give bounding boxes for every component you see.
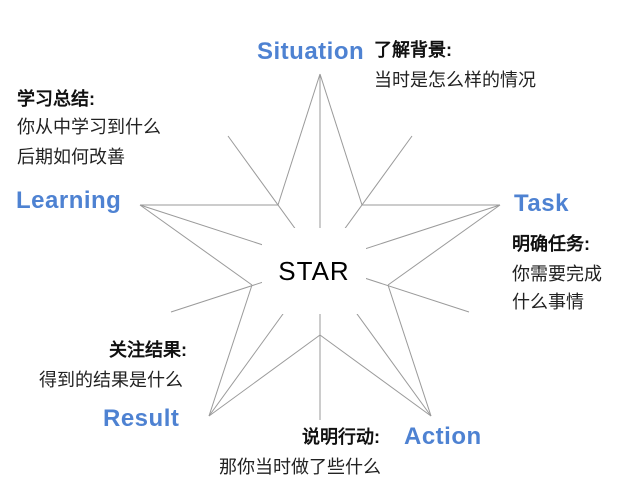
- annotation-action-heading: 说明行动:: [302, 427, 380, 447]
- star-outline-segment: [387, 284, 432, 417]
- label-situation: Situation: [257, 38, 365, 65]
- annotation-result-line: 得到的结果是什么: [39, 370, 183, 390]
- annotation-task-heading: 明确任务:: [512, 234, 590, 254]
- star-outline-segment: [387, 204, 501, 286]
- annotation-learning-line: 后期如何改善: [17, 147, 125, 167]
- annotation-situation-heading: 了解背景:: [374, 40, 452, 60]
- star-outline-segment: [277, 73, 321, 206]
- annotation-learning-line: 你从中学习到什么: [17, 117, 161, 137]
- label-result: Result: [103, 405, 180, 432]
- center-label: STAR: [262, 228, 366, 314]
- star-outline-segment: [319, 334, 432, 417]
- annotation-result-heading: 关注结果:: [109, 340, 187, 360]
- annotation-task-line: 什么事情: [512, 292, 584, 312]
- annotation-task-line: 你需要完成: [512, 264, 602, 284]
- label-action: Action: [404, 423, 482, 450]
- star-outline-segment: [319, 73, 363, 206]
- annotation-learning-heading: 学习总结:: [17, 89, 95, 109]
- label-learning: Learning: [16, 187, 122, 214]
- star-outline: [139, 73, 501, 417]
- star-outline-segment: [208, 334, 321, 417]
- star-outline-segment: [139, 204, 253, 286]
- label-task: Task: [514, 190, 569, 217]
- annotation-situation-line: 当时是怎么样的情况: [374, 70, 536, 90]
- annotation-action-line: 那你当时做了些什么: [219, 457, 381, 477]
- star-outline-segment: [208, 284, 253, 417]
